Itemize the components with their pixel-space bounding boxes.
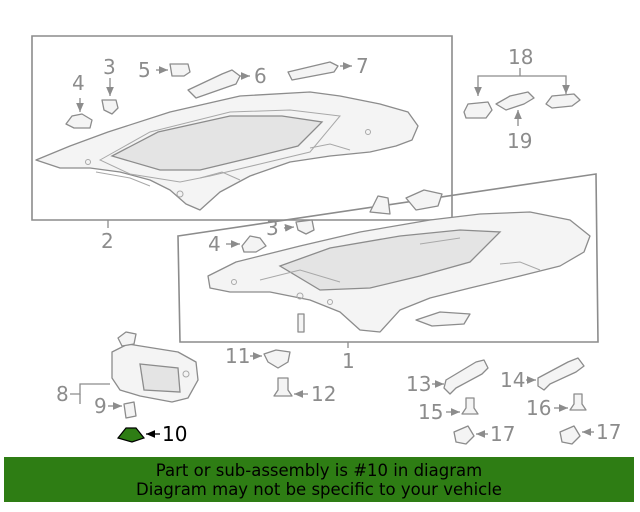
callout-14: 14 xyxy=(500,368,525,392)
callout-9: 9 xyxy=(94,394,107,418)
callout-18: 18 xyxy=(508,45,533,69)
leader-8 xyxy=(70,383,110,395)
callout-6: 6 xyxy=(254,64,267,88)
callout-4-upper: 4 xyxy=(72,71,85,95)
headliner-panel-1[interactable] xyxy=(207,211,591,333)
callout-15: 15 xyxy=(418,400,443,424)
part-13-grab-handle[interactable] xyxy=(443,359,489,395)
info-banner: Part or sub-assembly is #10 in diagram D… xyxy=(4,457,634,502)
part-8-sun-visor[interactable] xyxy=(111,331,199,403)
callout-2: 2 xyxy=(101,229,114,253)
assembly-1-frame xyxy=(177,173,599,343)
callout-11: 11 xyxy=(225,344,250,368)
headliner-panel-2[interactable] xyxy=(35,91,419,211)
part-15-screw[interactable] xyxy=(461,397,479,415)
part-4-retainer-upper[interactable] xyxy=(65,113,93,129)
part-19-grab-handle[interactable] xyxy=(495,91,535,111)
part-9-visor-clip[interactable] xyxy=(123,401,137,419)
callout-13: 13 xyxy=(406,372,431,396)
part-17-cap-left[interactable] xyxy=(453,425,475,445)
callout-4-lower: 4 xyxy=(208,232,221,256)
banner-line-part-number: Part or sub-assembly is #10 in diagram xyxy=(155,461,483,480)
part-11-clip[interactable] xyxy=(263,349,291,369)
callout-17-right: 17 xyxy=(596,420,621,444)
callout-1: 1 xyxy=(342,349,355,373)
callout-10: 10 xyxy=(162,422,187,446)
part-17-cap-right[interactable] xyxy=(559,425,581,445)
part-18-end-cap-right[interactable] xyxy=(545,93,581,109)
part-5-clip[interactable] xyxy=(169,63,191,77)
part-6-bracket[interactable] xyxy=(187,69,241,99)
reinforcement-plate[interactable] xyxy=(405,189,443,211)
callout-16: 16 xyxy=(526,396,551,420)
part-14-grab-handle[interactable] xyxy=(537,357,585,391)
callout-12: 12 xyxy=(311,382,336,406)
callout-3-upper: 3 xyxy=(103,55,116,79)
part-12-screw[interactable] xyxy=(273,377,293,397)
callout-7: 7 xyxy=(356,54,369,78)
exploded-parts-diagram: 4 3 5 6 7 2 18 19 3 4 1 xyxy=(31,35,621,446)
part-3-clip-lower[interactable] xyxy=(295,219,315,235)
callout-8: 8 xyxy=(56,382,69,406)
callout-19: 19 xyxy=(507,129,532,153)
part-18-end-cap-left[interactable] xyxy=(463,101,493,119)
part-7-bracket[interactable] xyxy=(287,61,339,81)
part-16-screw[interactable] xyxy=(569,393,587,411)
leader-18 xyxy=(477,75,567,90)
pin-fastener[interactable] xyxy=(297,313,305,333)
leader-3-lower xyxy=(283,224,295,232)
trim-panel-lower[interactable] xyxy=(415,311,471,327)
bracket-small[interactable] xyxy=(369,195,391,215)
part-10-visor-screw-highlighted[interactable] xyxy=(116,427,146,443)
banner-line-disclaimer: Diagram may not be specific to your vehi… xyxy=(136,480,502,499)
callout-3-lower: 3 xyxy=(266,216,279,240)
callout-17-left: 17 xyxy=(490,422,515,446)
callout-5: 5 xyxy=(138,58,151,82)
part-3-clip-upper[interactable] xyxy=(101,99,119,115)
part-4-retainer-lower[interactable] xyxy=(241,235,267,253)
